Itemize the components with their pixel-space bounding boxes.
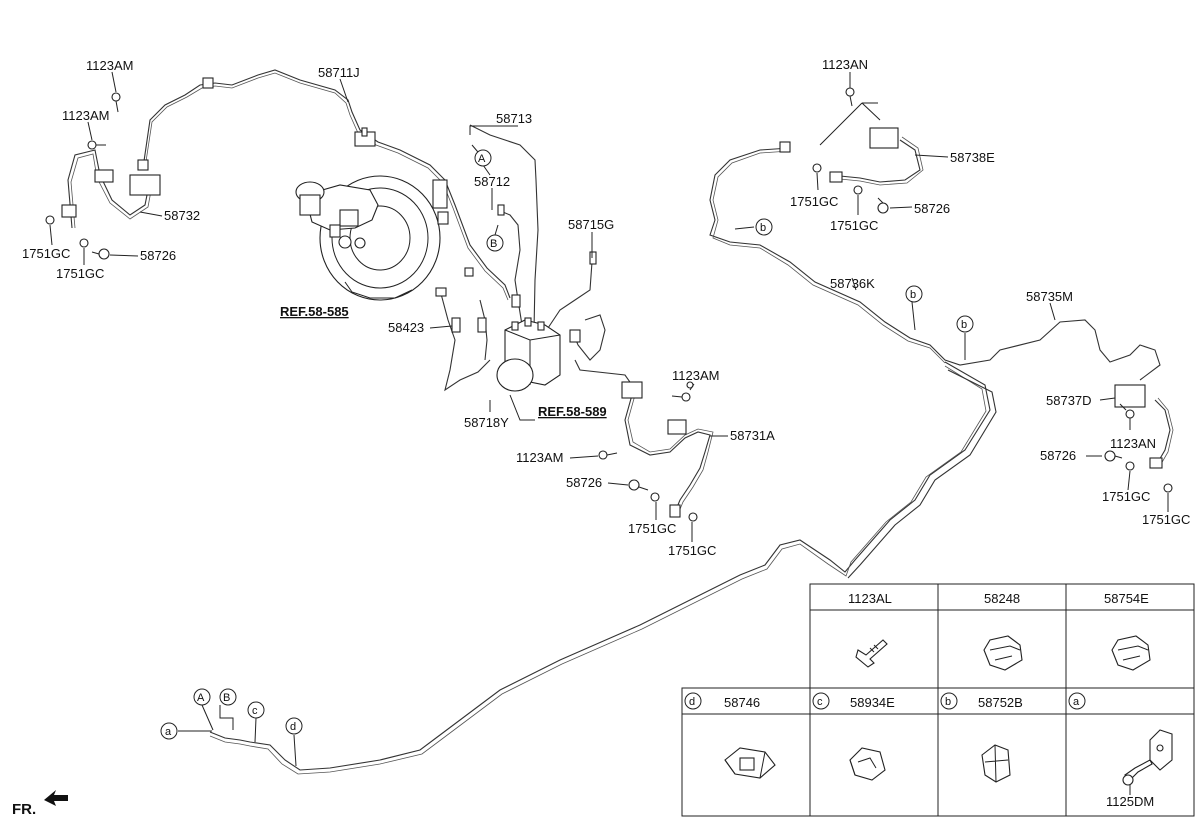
table-marker: d [689,696,695,708]
table-cell-part: 58934E [850,695,895,710]
marker-B: B [486,234,504,252]
marker-c: c [247,701,265,719]
bracket-bolt-icon [1122,729,1173,795]
callout-ref-58-585: REF.58-585 [280,304,349,319]
callout-1751gc: 1751GC [1102,489,1150,504]
callout-1123an: 1123AN [822,57,868,72]
marker-b: b [905,285,923,303]
callout-58711j: 58711J [318,65,360,80]
callout-58731a: 58731A [730,428,775,443]
callout-1751gc: 1751GC [22,246,70,261]
svg-text:b: b [910,289,916,301]
callout-ref-58-589: REF.58-589 [538,404,607,419]
callout-58737d: 58737D [1046,393,1092,408]
callout-1751gc: 1751GC [830,218,878,233]
callout-1123an: 1123AN [1110,436,1156,451]
svg-text:A: A [197,692,205,704]
table-cell-part: 58746 [724,695,760,710]
callout-1123am: 1123AM [672,368,719,383]
marker-b: b [956,315,974,333]
callout-58732: 58732 [164,208,200,223]
callout-labels: 1123AM 58711J 1123AM 58732 1751GC 1751GC… [22,57,1190,558]
callout-58726: 58726 [914,201,950,216]
marker-B: B [219,688,237,706]
master-cylinder [295,181,379,249]
callout-58713: 58713 [496,111,532,126]
table-cell-part: 1123AL [848,591,892,606]
brake-pipes [67,69,1174,775]
callout-58715g: 58715G [568,217,614,232]
marker-a: a [160,722,178,740]
bolt-icon [855,639,888,668]
table-cell-subpart: 1125DM [1106,794,1154,809]
fittings [61,77,1163,518]
cap-icon [1111,635,1151,671]
svg-text:b: b [961,319,967,331]
circle-markers: A B b b b a A B c d [160,149,974,740]
callout-1123am: 1123AM [62,108,109,123]
marker-A: A [193,688,211,706]
marker-d: d [285,717,303,735]
callout-1123am: 1123AM [516,450,563,465]
abs-hydraulic-unit [496,317,561,392]
svg-text:B: B [490,238,497,250]
callout-1751gc: 1751GC [790,194,838,209]
callout-58726: 58726 [1040,448,1076,463]
bolts [45,87,1173,522]
callout-58712: 58712 [474,174,510,189]
svg-text:c: c [252,705,258,717]
front-direction-arrow: FR. [12,790,68,818]
callout-1751gc: 1751GC [668,543,716,558]
callout-58423: 58423 [388,320,424,335]
callout-1123am: 1123AM [86,58,133,73]
callout-1751gc: 1751GC [628,521,676,536]
callout-1751gc: 1751GC [56,266,104,281]
callout-1751gc: 1751GC [1142,512,1190,527]
marker-b: b [755,218,773,236]
clip-icon [981,744,1011,783]
callout-58726: 58726 [566,475,602,490]
callout-58736k: 58736K [830,276,875,291]
svg-text:d: d [290,721,296,733]
marker-A: A [474,149,492,167]
leader-lines [49,71,1169,767]
table-cell-part: 58752B [978,695,1023,710]
clip-icon [849,747,886,781]
table-cell-part: 58754E [1104,591,1149,606]
clip-icon [724,747,776,779]
svg-text:a: a [165,726,172,738]
table-marker: a [1073,696,1080,708]
table-marker: b [945,696,951,708]
svg-text:B: B [223,692,230,704]
cap-icon [983,635,1023,671]
parts-table: 1123AL 58248 58754E d 58746 c 58934E b 5… [681,583,1195,817]
svg-text:A: A [478,153,486,165]
svg-text:b: b [760,222,766,234]
front-label: FR. [12,801,36,818]
callout-58735m: 58735M [1026,289,1073,304]
table-cell-part: 58248 [984,591,1020,606]
callout-58718y: 58718Y [464,415,509,430]
table-marker: c [817,696,823,708]
callout-58738e: 58738E [950,150,995,165]
callout-58726: 58726 [140,248,176,263]
